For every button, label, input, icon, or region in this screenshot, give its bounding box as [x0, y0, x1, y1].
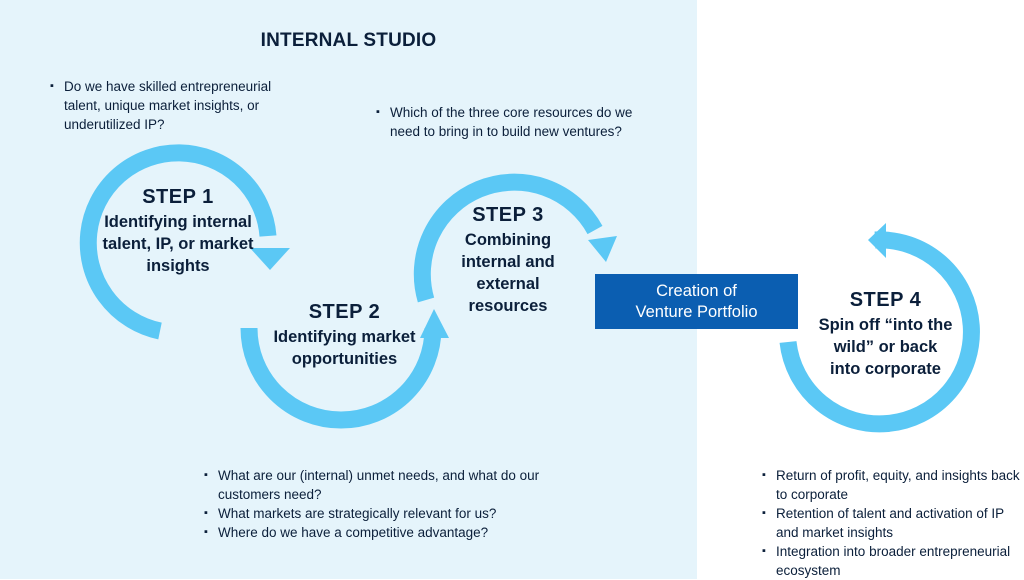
bullet-item: Retention of talent and activation of IP… [762, 504, 1020, 542]
bullet-item: Where do we have a competitive advantage… [204, 523, 564, 542]
bullet-item: What are our (internal) unmet needs, and… [204, 466, 564, 504]
step-3: STEP 3 Combining internal and external r… [440, 204, 576, 317]
step-3-description: Combining internal and external resource… [461, 231, 555, 315]
step-3-number: STEP 3 [472, 204, 544, 226]
bullet-item: Return of profit, equity, and insights b… [762, 466, 1020, 504]
step4-outcomes: Return of profit, equity, and insights b… [762, 466, 1020, 580]
step2-questions: What are our (internal) unmet needs, and… [204, 466, 564, 542]
step3-arrowhead [588, 236, 617, 262]
step-1-description: Identifying internal talent, IP, or mark… [102, 213, 254, 275]
step3-arc [413, 173, 603, 303]
step1-arrowhead [250, 248, 290, 270]
diagram-title: INTERNAL STUDIO [260, 30, 437, 51]
step-2-description: Identifying market opportunities [273, 328, 416, 368]
bullet-item: Integration into broader entrepreneurial… [762, 542, 1020, 580]
venture-portfolio-box: Creation of Venture Portfolio [595, 274, 798, 329]
step-1-number: STEP 1 [142, 186, 214, 208]
step-4: STEP 4 Spin off “into the wild” or back … [818, 289, 953, 380]
portfolio-line-1: Creation of [656, 281, 737, 300]
step-4-description: Spin off “into the wild” or back into co… [818, 316, 953, 378]
step-2: STEP 2 Identifying market opportunities [272, 301, 417, 370]
step-2-number: STEP 2 [308, 301, 381, 323]
bullet-item: What markets are strategically relevant … [204, 504, 564, 523]
step1-arc [79, 144, 277, 340]
step-4-number: STEP 4 [849, 289, 922, 311]
step2-arc [240, 327, 442, 429]
step4-arc [779, 231, 980, 433]
portfolio-line-2: Venture Portfolio [635, 302, 758, 321]
bullet-item: Which of the three core resources do we … [376, 103, 646, 141]
step2-arrowhead [420, 309, 449, 338]
step-1: STEP 1 Identifying internal talent, IP, … [98, 186, 258, 277]
step1-questions: Do we have skilled entrepreneurial talen… [50, 77, 310, 134]
bullet-item: Do we have skilled entrepreneurial talen… [50, 77, 310, 134]
step3-questions: Which of the three core resources do we … [376, 103, 646, 141]
step4-arrowhead [868, 223, 886, 258]
